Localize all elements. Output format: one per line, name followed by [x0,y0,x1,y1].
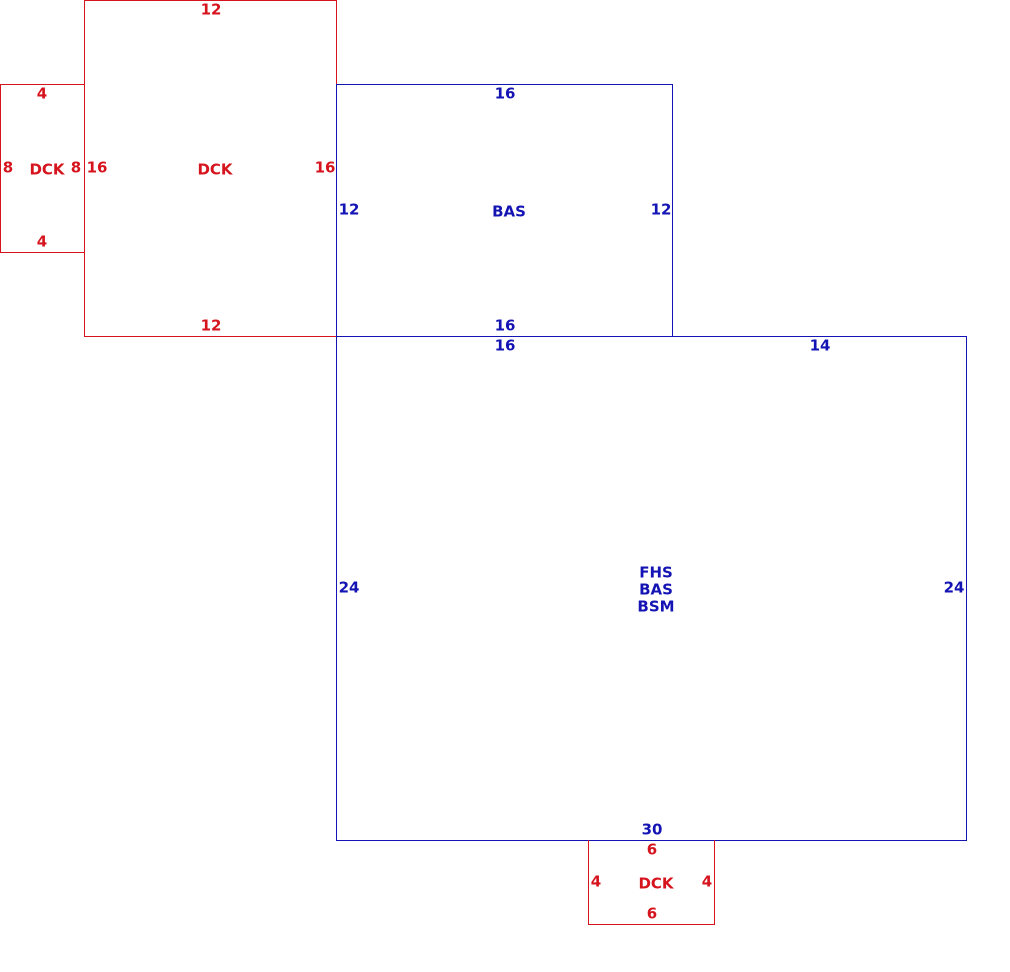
main-block-top-right-dimension: 14 [809,336,831,355]
main-block-outline [336,336,967,841]
deck-front-right-dimension: 4 [701,872,713,891]
bas-upper-top-dimension: 16 [494,84,516,103]
deck-small-left-dimension: 8 [2,158,14,177]
bas-upper-bottom-dimension: 16 [494,316,516,335]
bas-upper-area-label: BAS [492,202,526,221]
main-block-label-bas: BAS [639,580,673,599]
main-block-right-dimension: 24 [943,578,965,597]
deck-small-bottom-dimension: 4 [36,232,48,251]
deck-large-area-label: DCK [197,160,233,179]
deck-front-left-dimension: 4 [590,872,602,891]
main-block-bottom-dimension: 30 [641,820,663,839]
deck-large-left-dimension: 16 [86,158,108,177]
deck-large-right-dimension: 16 [314,158,336,177]
deck-front-bottom-dimension: 6 [646,904,658,923]
deck-front-area-label: DCK [638,874,674,893]
deck-large-bottom-dimension: 12 [200,316,222,335]
deck-front-top-dimension: 6 [646,840,658,859]
main-block-label-fhs: FHS [639,563,673,582]
deck-small-top-dimension: 4 [36,84,48,103]
bas-upper-left-dimension: 12 [338,200,360,219]
main-block-label-bsm: BSM [637,597,675,616]
deck-small-area-label: DCK [29,160,65,179]
bas-upper-right-dimension: 12 [650,200,672,219]
deck-small-right-dimension: 8 [70,158,82,177]
deck-front-outline [588,840,715,925]
main-block-top-left-dimension: 16 [494,336,516,355]
deck-large-top-dimension: 12 [200,0,222,19]
main-block-left-dimension: 24 [338,578,360,597]
main-block-area-labels: FHS BAS BSM [637,563,675,616]
